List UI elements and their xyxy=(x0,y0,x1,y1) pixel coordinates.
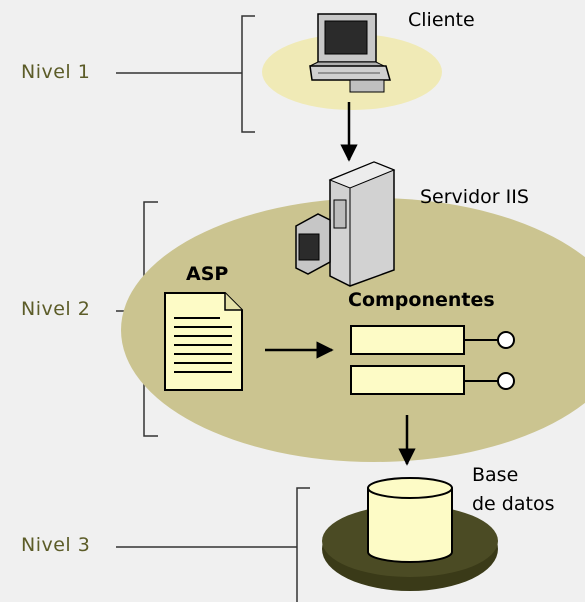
level-1-bracket xyxy=(116,15,255,133)
client-label: Cliente xyxy=(408,9,475,31)
server-icon xyxy=(295,161,396,287)
components-label: Componentes xyxy=(348,289,495,311)
component-2 xyxy=(350,365,515,395)
asp-label: ASP xyxy=(186,263,229,285)
server-label: Servidor IIS xyxy=(420,186,529,208)
client-computer-icon xyxy=(309,13,391,93)
level-1-label: Nivel 1 xyxy=(21,61,91,83)
component-1 xyxy=(350,325,515,355)
database-label-line1: Base xyxy=(472,464,519,486)
level-3-label: Nivel 3 xyxy=(21,534,91,556)
asp-document-icon xyxy=(164,292,243,391)
level-3-bracket xyxy=(116,487,310,602)
database-icon xyxy=(367,477,453,563)
database-label-line2: de datos xyxy=(472,493,555,515)
level-2-label: Nivel 2 xyxy=(21,298,91,320)
